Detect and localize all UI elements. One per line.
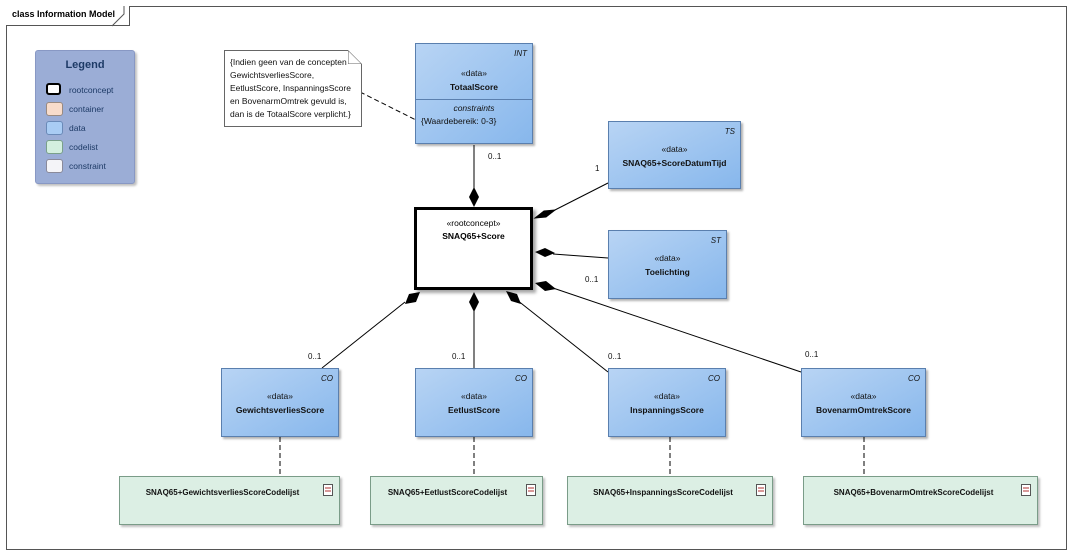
class-toelichting[interactable]: ST «data» Toelichting [608, 230, 727, 299]
type-label: ST [710, 236, 721, 245]
frame-title: class Information Model [6, 6, 131, 26]
constraints-heading: constraints [453, 103, 495, 113]
compartment-divider [416, 99, 532, 100]
class-snaq65-score[interactable]: «rootconcept» SNAQ65+Score [414, 207, 533, 290]
constraint-text: {Waardebereik: 0-3} [421, 116, 497, 126]
type-label: CO [321, 374, 333, 383]
legend-label: data [69, 123, 86, 133]
connector-toelichting [552, 253, 609, 259]
note-fold-icon [348, 50, 362, 64]
multiplicity-gewicht: 0..1 [308, 352, 322, 361]
class-name: InspanningsScore [630, 405, 704, 415]
legend: Legend rootconcept container data codeli… [35, 50, 135, 184]
stereotype-label: «data» [850, 391, 877, 401]
codelist-eetlustscore[interactable]: SNAQ65+EetlustScoreCodelijst [370, 476, 543, 525]
composition-diamond-eetlust [469, 292, 479, 312]
class-gewichtsverliesscore[interactable]: CO «data» GewichtsverliesScore [221, 368, 339, 437]
class-name: SNAQ65+Score [442, 231, 505, 241]
class-inspanningsscore[interactable]: CO «data» InspanningsScore [608, 368, 726, 437]
class-eetlustscore[interactable]: CO «data» EetlustScore [415, 368, 533, 437]
codelist-name: SNAQ65+GewichtsverliesScoreCodelijst [145, 488, 300, 497]
diagram-frame [6, 6, 1067, 550]
connector-inspanning [516, 299, 609, 373]
codelist-name: SNAQ65+EetlustScoreCodelijst [387, 488, 508, 497]
class-name: Toelichting [645, 267, 690, 277]
stereotype-label: «data» [661, 144, 688, 154]
multiplicity-datumtijd: 1 [595, 164, 600, 173]
note-line: en BovenarmOmtrek gevuld is, [230, 96, 347, 106]
note-line: GewichtsverliesScore, [230, 70, 315, 80]
legend-label: codelist [69, 142, 98, 152]
composition-diamond-inspanning [506, 291, 521, 304]
stereotype-label: «data» [654, 253, 681, 263]
stereotype-label: «data» [267, 391, 293, 401]
frame-tab-corner [111, 6, 125, 27]
document-icon [323, 484, 333, 496]
legend-title: Legend [65, 59, 105, 71]
legend-label: rootconcept [69, 85, 114, 95]
connector-gewicht [321, 301, 406, 369]
type-label: CO [515, 374, 527, 383]
note-link [359, 91, 417, 121]
class-bovenarmomtrekscore[interactable]: CO «data» BovenarmOmtrekScore [801, 368, 926, 437]
type-label: CO [908, 374, 920, 383]
multiplicity-inspanning: 0..1 [608, 352, 622, 361]
codelist-name: SNAQ65+BovenarmOmtrekScoreCodelijst [833, 488, 994, 497]
legend-label: constraint [69, 161, 106, 171]
composition-diamond-bovenarm [535, 281, 556, 291]
note-line: {Indien geen van de concepten [230, 57, 347, 67]
stereotype-label: «data» [461, 68, 487, 78]
codelist-name: SNAQ65+InspanningsScoreCodelijst [593, 488, 733, 497]
legend-label: container [69, 104, 104, 114]
class-name: EetlustScore [448, 405, 500, 415]
legend-swatch [46, 83, 61, 95]
class-scoredatumtijd[interactable]: TS «data» SNAQ65+ScoreDatumTijd [608, 121, 741, 189]
composition-diamond-totaal [469, 187, 479, 207]
composition-diamond-toelichting [535, 248, 555, 257]
class-name: GewichtsverliesScore [235, 405, 325, 415]
document-icon [1021, 484, 1031, 496]
composition-diamond-gewicht [405, 292, 420, 304]
legend-swatch [46, 102, 63, 116]
legend-swatch [46, 121, 63, 135]
document-icon [756, 484, 766, 496]
note-line: dan is de TotaalScore verplicht.} [230, 109, 351, 119]
connector-bovenarm [552, 287, 802, 373]
stereotype-label: «data» [654, 391, 680, 401]
multiplicity-bovenarm: 0..1 [805, 350, 819, 359]
codelist-bovenarmomtrekscore[interactable]: SNAQ65+BovenarmOmtrekScoreCodelijst [803, 476, 1038, 525]
class-name: SNAQ65+ScoreDatumTijd [622, 158, 727, 168]
codelist-inspanningsscore[interactable]: SNAQ65+InspanningsScoreCodelijst [567, 476, 773, 525]
document-icon [526, 484, 536, 496]
type-label: TS [724, 127, 735, 136]
class-name: TotaalScore [449, 82, 499, 92]
multiplicity-eetlust: 0..1 [452, 352, 466, 361]
stereotype-label: «rootconcept» [446, 218, 501, 228]
class-name: BovenarmOmtrekScore [816, 405, 911, 415]
note-line: EetlustScore, InspanningsScore [230, 83, 351, 93]
codelist-gewichtsverliesscore[interactable]: SNAQ65+GewichtsverliesScoreCodelijst [119, 476, 340, 525]
composition-diamond-datumtijd [533, 209, 557, 219]
connector-datumtijd [550, 182, 609, 213]
constraint-note[interactable]: {Indien geen van de concepten Gewichtsve… [224, 50, 362, 127]
legend-swatch [46, 159, 63, 173]
stereotype-label: «data» [461, 391, 487, 401]
class-totaalscore[interactable]: INT «data» TotaalScore constraints {Waar… [415, 43, 533, 144]
legend-swatch [46, 140, 63, 154]
multiplicity-toelichting: 0..1 [585, 275, 599, 284]
multiplicity-totaal: 0..1 [488, 152, 502, 161]
type-label: CO [708, 374, 720, 383]
type-label: INT [514, 49, 527, 58]
